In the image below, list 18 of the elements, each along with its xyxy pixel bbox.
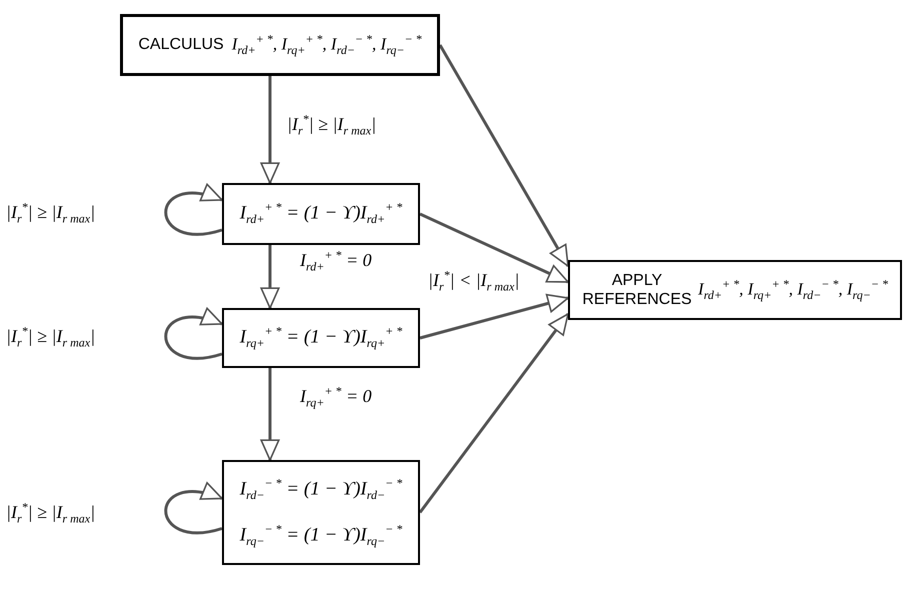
- block-arrow: [419, 212, 569, 284]
- block-arrow: [260, 245, 280, 309]
- block-arrow: [164, 483, 223, 534]
- block-arrow: [164, 308, 223, 360]
- block-arrow: [438, 44, 570, 267]
- block-arrow: [418, 313, 570, 514]
- block-arrow: [260, 368, 280, 461]
- equation-box: [222, 308, 420, 368]
- edge-label: I$_{rq+}$$^{+ *}$ = 0: [298, 384, 374, 411]
- block-arrow: [164, 184, 223, 236]
- block-arrow: [260, 76, 280, 184]
- equation-box: [222, 460, 420, 565]
- process-box: [120, 14, 440, 76]
- process-box: [568, 260, 902, 320]
- equation-box: [222, 183, 420, 245]
- box-title: APPLY REFERENCES: [582, 270, 692, 310]
- box-title: CALCULUS: [138, 35, 224, 55]
- block-arrow: [420, 294, 569, 340]
